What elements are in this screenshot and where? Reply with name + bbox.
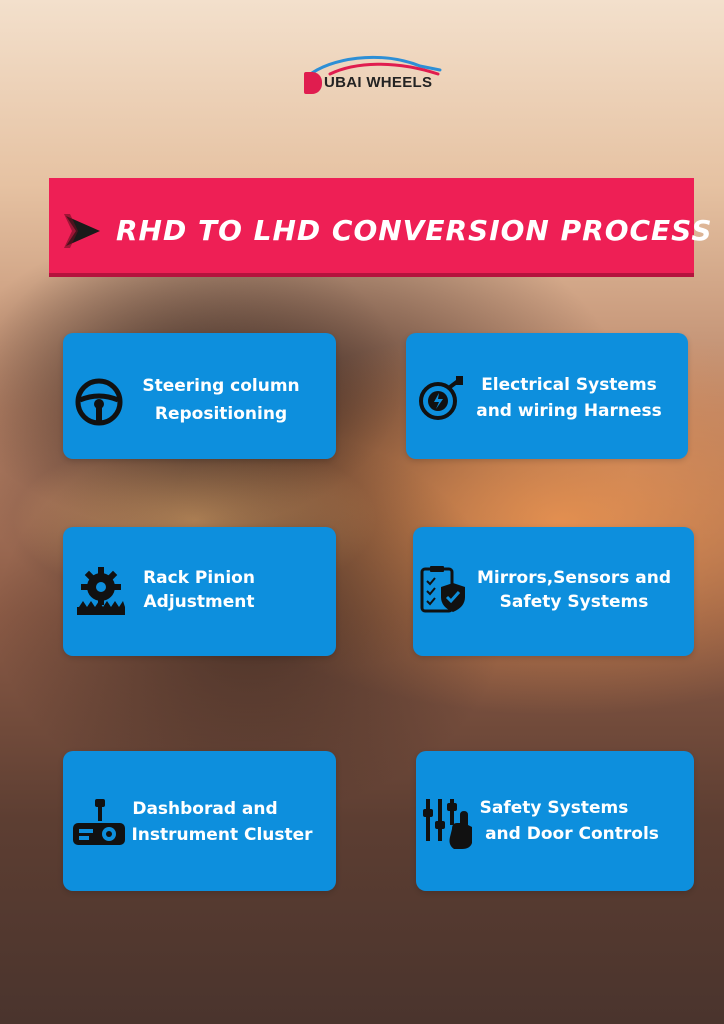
- steering-wheel-icon: [75, 378, 123, 426]
- gear-icon: [77, 567, 125, 615]
- arrow-right-icon: [64, 214, 100, 248]
- step-label-line2: Adjustment: [143, 592, 255, 612]
- step-card-mirrors-sensors: Mirrors,Sensors and Safety Systems: [413, 527, 694, 656]
- step-label-line1: Electrical Systems: [481, 375, 657, 395]
- step-label-line2: and Door Controls: [485, 824, 659, 844]
- title-banner: [49, 178, 694, 273]
- step-label-line1: Mirrors,Sensors and: [477, 568, 671, 588]
- step-label-line2: Instrument Cluster: [131, 825, 313, 845]
- step-card-electrical: Electrical Systems and wiring Harness: [406, 333, 688, 459]
- banner-title: RHD TO LHD CONVERSION PROCESS: [116, 214, 713, 247]
- electric-plug-icon: [419, 376, 463, 420]
- step-label-line1: Safety Systems: [479, 798, 629, 818]
- dubai-wheels-logo: UBAI WHEELS: [300, 52, 450, 98]
- step-card-rack-pinion: Rack Pinion Adjustment: [63, 527, 336, 656]
- step-label-line2: Repositioning: [154, 404, 288, 424]
- step-label-line2: Safety Systems: [499, 592, 649, 612]
- brand-name: UBAI WHEELS: [324, 74, 433, 91]
- checklist-shield-icon: [420, 566, 465, 613]
- step-label-line1: Steering column: [142, 376, 300, 396]
- hand-controls-icon: [423, 799, 472, 849]
- step-card-steering: Steering column Repositioning: [63, 333, 336, 459]
- logo-letter: [304, 72, 322, 94]
- projector-icon: [73, 799, 125, 845]
- step-card-door-controls: Safety Systems and Door Controls: [416, 751, 694, 891]
- step-label-line2: and wiring Harness: [476, 401, 662, 421]
- step-card-dashboard: Dashborad and Instrument Cluster: [63, 751, 336, 891]
- step-label-line1: Dashborad and: [132, 799, 278, 819]
- car-swoosh-icon: [306, 55, 442, 78]
- step-label-line1: Rack Pinion: [143, 568, 255, 588]
